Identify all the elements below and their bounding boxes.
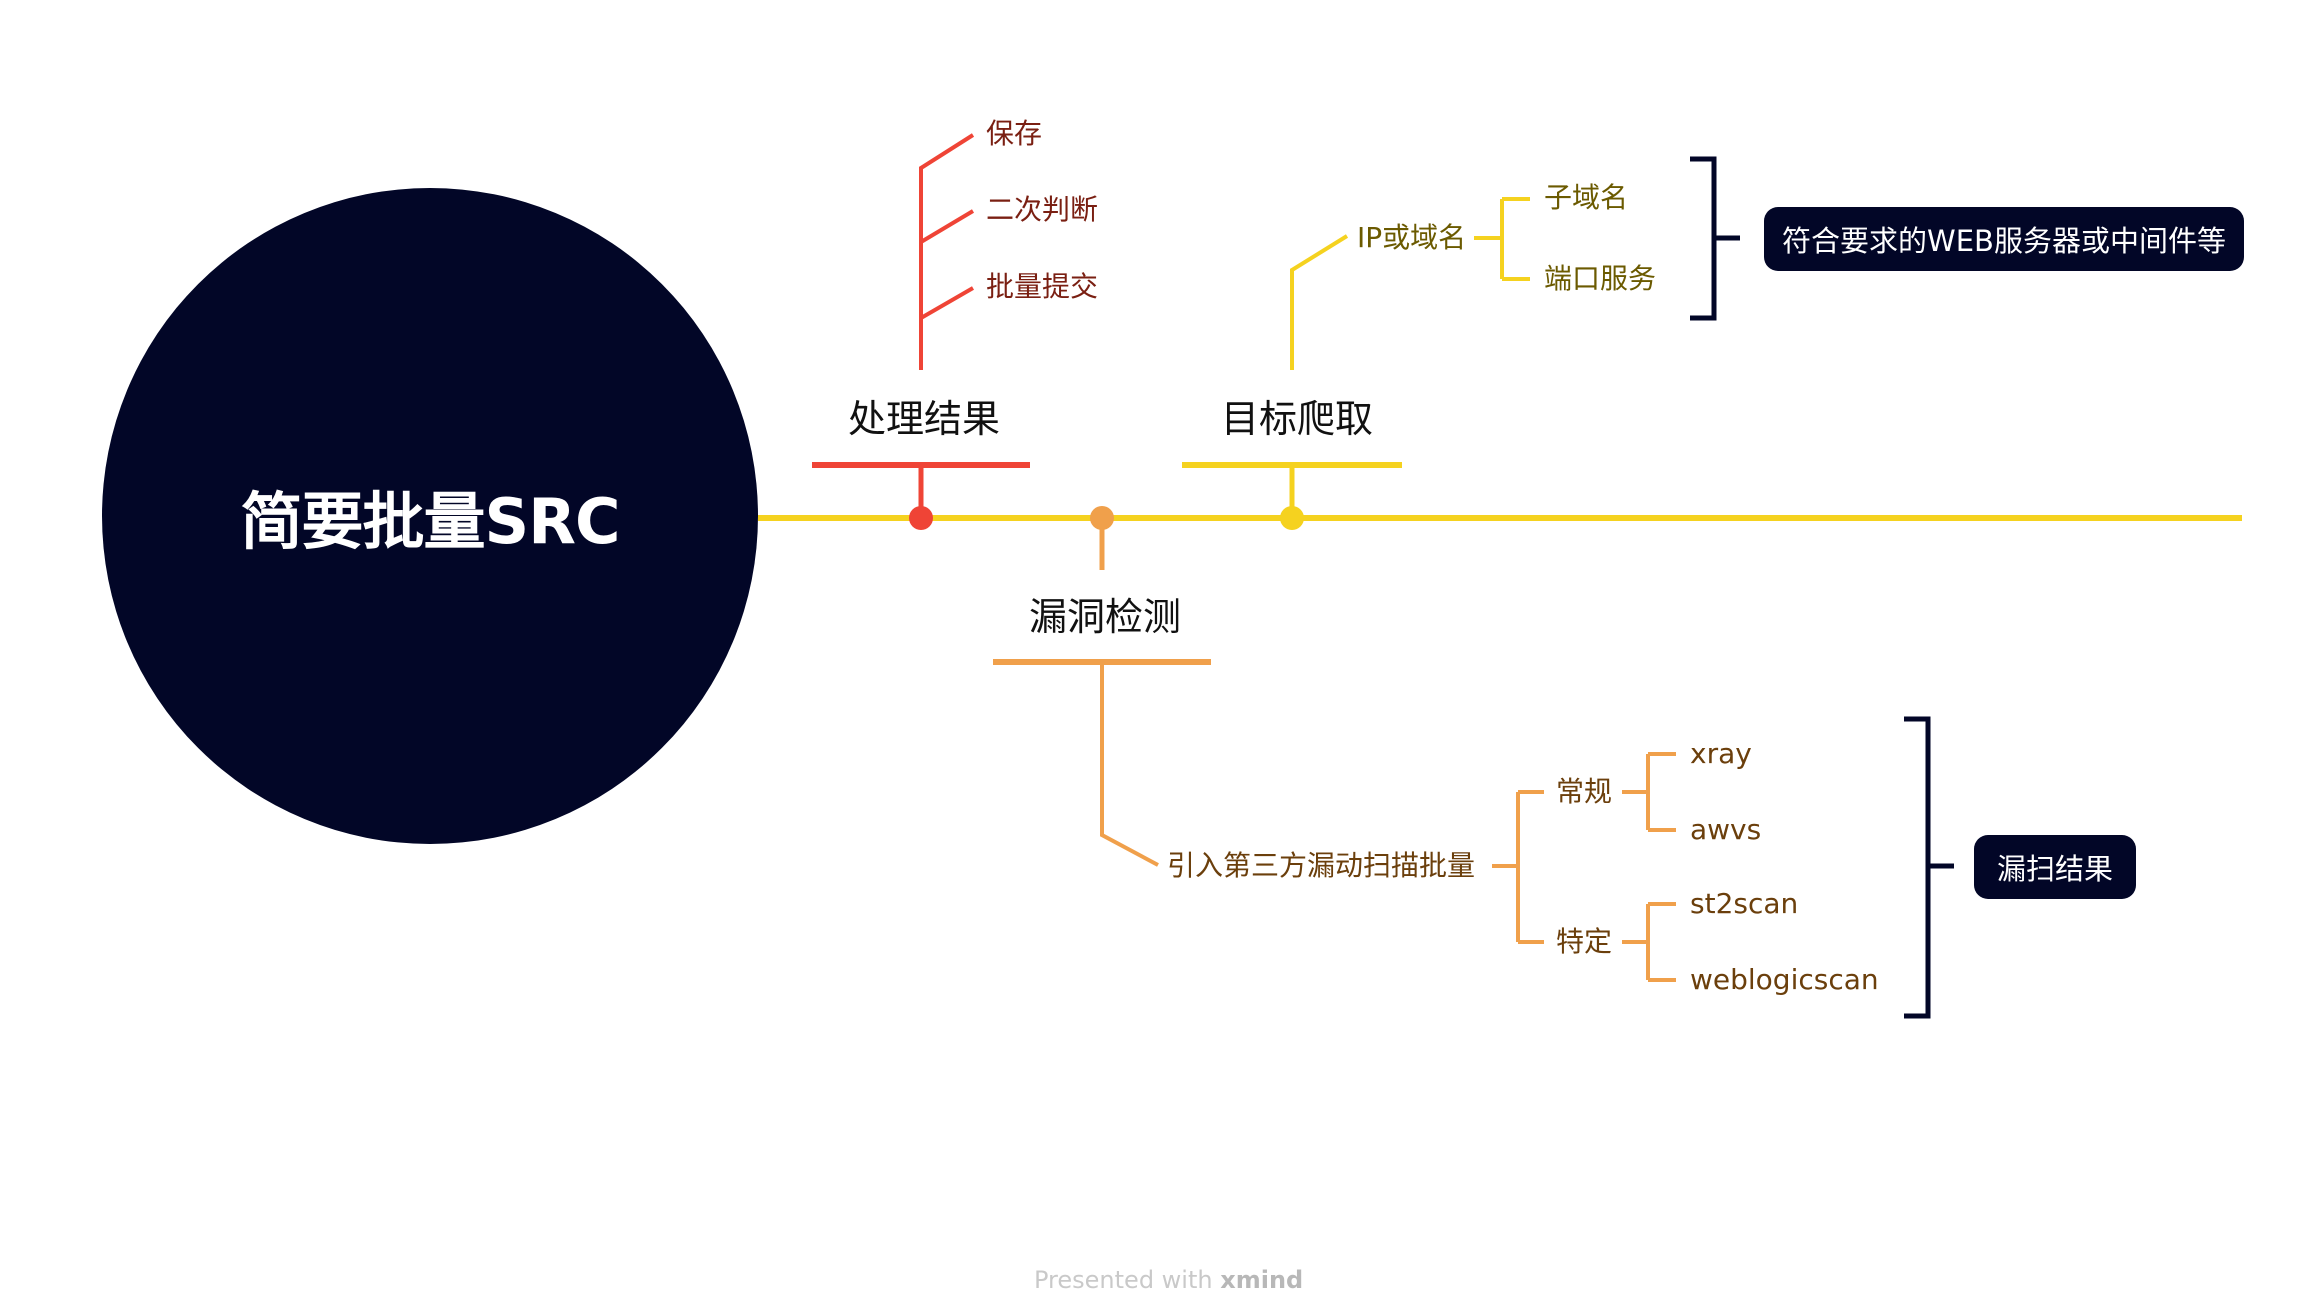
- routine-item-lines: [1622, 752, 1676, 832]
- central-topic[interactable]: 简要批量SRC: [102, 188, 758, 844]
- branch-title-vuln-detect[interactable]: 漏洞检测: [1029, 595, 1182, 639]
- node-weblogicscan[interactable]: weblogicscan: [1690, 963, 1879, 996]
- ip-domain-bracket-lines: [1474, 197, 1530, 281]
- branch-dot-red[interactable]: [909, 506, 933, 530]
- node-subdomain[interactable]: 子域名: [1544, 181, 1629, 214]
- node-specific[interactable]: 特定: [1556, 925, 1613, 958]
- branch-dot-orange[interactable]: [1090, 506, 1114, 530]
- node-awvs[interactable]: awvs: [1690, 813, 1762, 846]
- node-st2scan[interactable]: st2scan: [1690, 887, 1799, 920]
- summary-web-servers[interactable]: 符合要求的WEB服务器或中间件等: [1764, 207, 2244, 271]
- xmind-brand[interactable]: xmind: [1220, 1266, 1304, 1294]
- summary-bracket-yellow: [1690, 156, 1740, 321]
- summary-scan-results-label: 漏扫结果: [1996, 852, 2113, 886]
- scanner-group-lines: [1492, 790, 1544, 944]
- node-third-party-scan[interactable]: 引入第三方漏动扫描批量: [1167, 849, 1476, 882]
- summary-web-servers-label: 符合要求的WEB服务器或中间件等: [1782, 224, 2226, 258]
- specific-item-lines: [1622, 902, 1676, 982]
- branch-children-lines-red: [919, 133, 975, 370]
- central-topic-label: 简要批量SRC: [240, 485, 621, 558]
- summary-bracket-orange: [1904, 716, 1954, 1019]
- node-second-check[interactable]: 二次判断: [986, 193, 1099, 226]
- branch-dot-yellow[interactable]: [1280, 506, 1304, 530]
- node-routine[interactable]: 常规: [1556, 775, 1613, 808]
- footer-credit: Presented with xmind: [1034, 1266, 1303, 1294]
- branch-title-target-crawl[interactable]: 目标爬取: [1221, 397, 1374, 441]
- branch-children-lines-yellow: [1290, 234, 1349, 370]
- node-batch-submit[interactable]: 批量提交: [986, 270, 1099, 303]
- node-save[interactable]: 保存: [986, 117, 1043, 150]
- node-port-service[interactable]: 端口服务: [1544, 262, 1657, 295]
- node-xray[interactable]: xray: [1690, 737, 1752, 770]
- branch-title-processing[interactable]: 处理结果: [848, 397, 1001, 441]
- footer-prefix: Presented with: [1034, 1266, 1221, 1294]
- branch-children-lines-orange: [1100, 662, 1159, 867]
- node-ip-or-domain[interactable]: IP或域名: [1357, 221, 1467, 254]
- summary-scan-results[interactable]: 漏扫结果: [1974, 835, 2136, 899]
